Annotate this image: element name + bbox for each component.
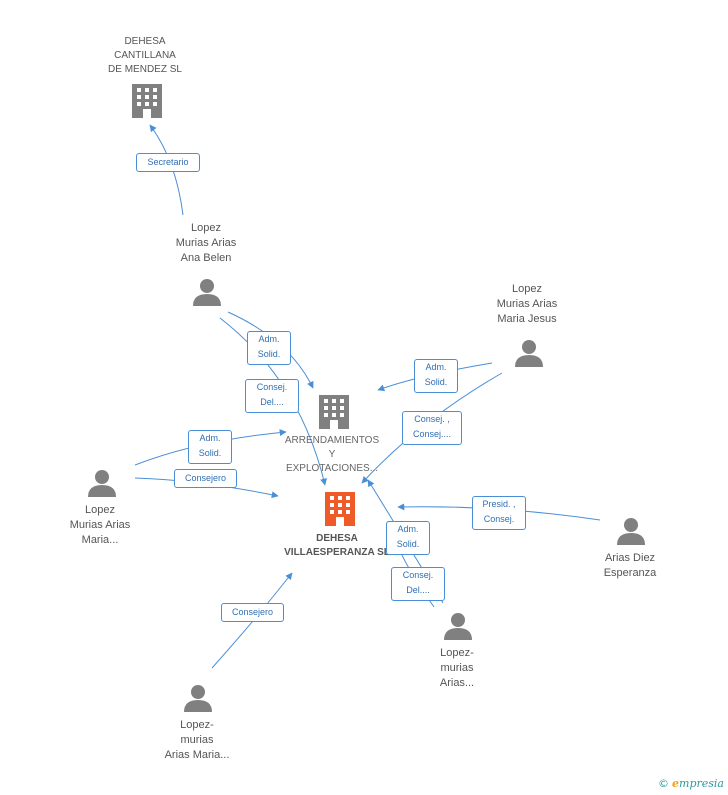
edge-label-lma-adm[interactable]: Adm. Solid. xyxy=(386,521,430,555)
person-icon xyxy=(193,279,221,306)
edge-label-secretario[interactable]: Secretario xyxy=(136,153,200,172)
edge-label-lma-consej[interactable]: Consej. Del.... xyxy=(391,567,445,601)
node-lopez-ana-belen[interactable]: Lopez Murias Arias Ana Belen xyxy=(175,222,237,264)
node-dehesa-villaesperanza[interactable]: DEHESA VILLAESPERANZA SL xyxy=(284,533,390,558)
person-icon xyxy=(515,340,543,367)
node-lopez-maria-jesus[interactable]: Lopez Murias Arias Maria Jesus xyxy=(496,283,558,325)
edge-label-ana-adm[interactable]: Adm. Solid. xyxy=(247,331,291,365)
edge-label-mj-adm[interactable]: Adm. Solid. xyxy=(414,359,458,393)
empresia-logo: ©empresia xyxy=(658,777,724,790)
edge-label-arias-presid[interactable]: Presid. , Consej. xyxy=(472,496,526,530)
node-dehesa-cantillana[interactable]: DEHESA CANTILLANA DE MENDEZ SL xyxy=(108,36,182,75)
edge-label-maria-adm[interactable]: Adm. Solid. xyxy=(188,430,232,464)
node-arias-diez[interactable]: Arias Diez Esperanza xyxy=(603,552,657,579)
edge-label-maria-consejero[interactable]: Consejero xyxy=(174,469,237,488)
edge-label-mj-consej[interactable]: Consej. , Consej.... xyxy=(402,411,462,445)
edge-label-lmam-consejero[interactable]: Consejero xyxy=(221,603,284,622)
building-icon xyxy=(132,84,162,118)
person-icon xyxy=(444,613,472,640)
node-arrendamientos[interactable]: ARRENDAMIENTOS Y EXPLOTACIONES... xyxy=(284,435,380,474)
building-icon xyxy=(325,492,355,526)
person-icon xyxy=(88,470,116,497)
node-lopez-murias-arias[interactable]: Lopez- murias Arias... xyxy=(439,647,475,689)
edge-label-ana-consej[interactable]: Consej. Del.... xyxy=(245,379,299,413)
node-lopez-maria[interactable]: Lopez Murias Arias Maria... xyxy=(69,504,131,546)
building-icon xyxy=(319,395,349,429)
person-icon xyxy=(617,518,645,545)
person-icon xyxy=(184,685,212,712)
node-lopez-murias-arias-maria[interactable]: Lopez- murias Arias Maria... xyxy=(164,719,230,761)
